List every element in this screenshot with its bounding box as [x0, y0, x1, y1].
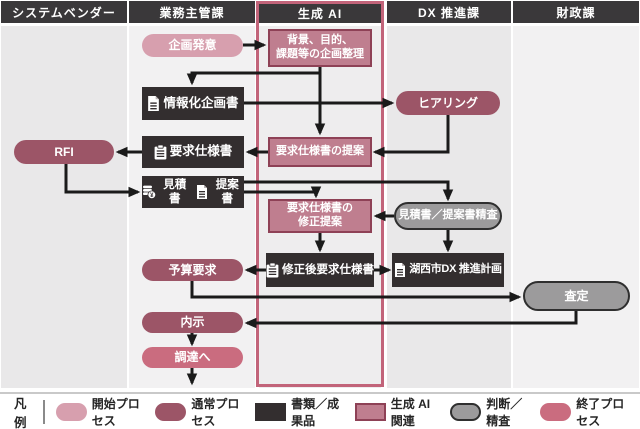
node-shusei-teian-line2: 修正提案 [298, 216, 342, 228]
document-swatch [255, 402, 287, 421]
lane-bg-zaiseika [513, 26, 639, 388]
legend-label: 開始プロセス [91, 396, 140, 428]
node-johoka-kikakusho: 情報化企画書 [142, 87, 244, 120]
node-kikaku-seiri-line2: 課題等の企画整理 [276, 48, 364, 60]
node-shusei-teian: 要求仕様書の 修正提案 [268, 199, 372, 233]
estimate-yen-icon: ¥ [143, 185, 156, 199]
start-process-swatch [55, 402, 87, 421]
legend-item-end: 終了プロセス [540, 395, 627, 429]
legend-label: 通常プロセス [191, 396, 240, 428]
judgment-swatch [450, 402, 482, 421]
legend-title: 凡例 [14, 396, 27, 429]
clipboard-icon [154, 144, 167, 159]
node-kikaku-hatsui: 企画発意 [142, 34, 243, 57]
svg-text:¥: ¥ [150, 193, 154, 199]
node-kosai-dx-keikaku-label: 湖西市DX 推進計画 [409, 263, 502, 276]
lane-header-gyomu-shukanka: 業務主管課 [129, 1, 255, 23]
document-icon [197, 185, 208, 199]
legend: 凡例 開始プロセス 通常プロセス 書類／成果品 生成 AI 関連 判断／精査 終… [0, 392, 640, 429]
node-kikaku-seiri-line1: 背景、目的、 [287, 34, 353, 47]
node-shusei-teian-line1: 要求仕様書の [287, 202, 353, 215]
node-hearing: ヒアリング [396, 91, 500, 115]
node-shuseigo-shiyosho: 修正後要求仕様書 [266, 253, 374, 287]
node-shuseigo-shiyosho-label: 修正後要求仕様書 [282, 263, 374, 276]
legend-label: 終了プロセス [576, 396, 625, 428]
node-teiansho-label: 提案書 [215, 178, 239, 205]
node-yosan-yokyu: 予算要求 [142, 259, 243, 281]
legend-item-genai: 生成 AI 関連 [354, 395, 437, 429]
node-mitsumori-seisa: 見積書／提案書精査 [394, 202, 502, 230]
lane-header-system-vendor: システムベンダー [1, 1, 127, 23]
lane-header-dx-suishinka: DX 推進課 [387, 1, 511, 23]
node-shiyosho-teian: 要求仕様書の提案 [268, 137, 372, 167]
node-kosai-dx-keikaku: 湖西市DX 推進計画 [392, 253, 504, 287]
node-satei: 査定 [523, 281, 630, 311]
legend-item-start: 開始プロセス [55, 395, 143, 429]
legend-divider [43, 399, 45, 424]
mitsumorisho-group: ¥ 見積書 [142, 178, 191, 207]
node-rfi: RFI [14, 140, 114, 164]
genai-related-swatch [354, 402, 386, 421]
clipboard-icon [266, 262, 279, 277]
node-naiji: 内示 [142, 312, 243, 333]
legend-label: 生成 AI 関連 [390, 396, 431, 428]
legend-item-judgment: 判断／精査 [450, 395, 527, 429]
lane-bg-system-vendor [1, 26, 127, 388]
node-chotatsu: 調達へ [142, 347, 243, 368]
end-process-swatch [540, 402, 572, 421]
legend-label: 書類／成果品 [291, 396, 340, 428]
legend-item-normal: 通常プロセス [155, 395, 242, 429]
document-icon [148, 96, 160, 111]
node-mitsumori-teiansho: ¥ 見積書 提案書 [142, 176, 244, 208]
node-yokyu-shiyosho: 要求仕様書 [142, 136, 244, 168]
node-yokyu-shiyosho-label: 要求仕様書 [169, 144, 233, 159]
legend-item-document: 書類／成果品 [255, 395, 342, 429]
node-kikaku-seiri: 背景、目的、 課題等の企画整理 [268, 29, 372, 67]
node-mitsumorisho-label: 見積書 [163, 178, 187, 205]
document-icon [395, 263, 406, 277]
legend-label: 判断／精査 [486, 396, 523, 428]
lane-header-zaiseika: 財政課 [513, 1, 639, 23]
normal-process-swatch [155, 402, 187, 421]
node-johoka-kikakusho-label: 情報化企画書 [163, 95, 239, 110]
lane-header-genai: 生成 AI [259, 4, 381, 23]
teiansho-group: 提案書 [196, 178, 244, 207]
